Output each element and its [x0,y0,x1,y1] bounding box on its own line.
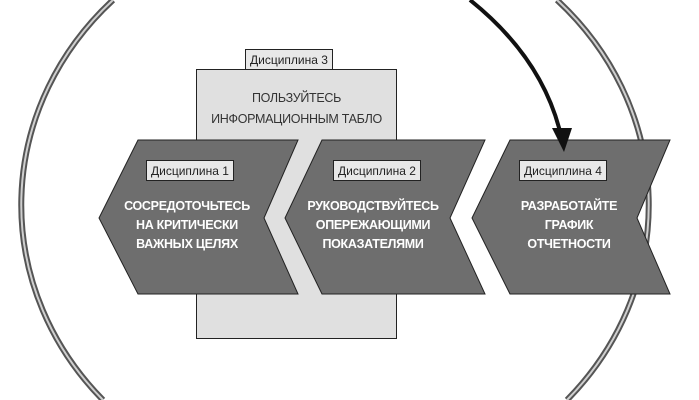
discipline-1-text: СОСРЕДОТОЧЬТЕСЬ НА КРИТИЧЕСКИ ВАЖНЫХ ЦЕЛ… [102,197,272,254]
ring-left-inner [20,0,114,400]
arrow-head-icon [552,128,572,152]
discipline-2-text: РУКОВОДСТВУЙТЕСЬ ОПЕРЕЖАЮЩИМИ ПОКАЗАТЕЛЯ… [288,197,458,254]
cycle-arrow [468,0,564,141]
discipline-1-line: НА КРИТИЧЕСКИ [136,218,238,232]
discipline-3-tag: Дисциплина 3 [245,49,333,70]
discipline-4-line: РАЗРАБОТАЙТЕ [520,199,618,213]
discipline-4-line: ОТЧЕТНОСТИ [527,237,611,251]
discipline-2-line: РУКОВОДСТВУЙТЕСЬ [307,199,439,213]
discipline-2-line: ПОКАЗАТЕЛЯМИ [322,237,424,251]
discipline-1-line: ВАЖНЫХ ЦЕЛЯХ [136,237,238,251]
discipline-2-tag: Дисциплина 2 [333,160,421,181]
discipline-2-line: ОПЕРЕЖАЮЩИМИ [315,218,431,232]
discipline-1-tag: Дисциплина 1 [146,160,234,181]
discipline-4-text: РАЗРАБОТАЙТЕ ГРАФИК ОТЧЕТНОСТИ [484,197,654,254]
discipline-3-line: ПОЛЬЗУЙТЕСЬ [251,91,342,105]
discipline-4-line: ГРАФИК [544,218,594,232]
ring-right-inner [556,0,650,400]
discipline-1-line: СОСРЕДОТОЧЬТЕСЬ [124,199,250,213]
discipline-4-tag: Дисциплина 4 [519,160,607,181]
discipline-3-text: ПОЛЬЗУЙТЕСЬ ИНФОРМАЦИОННЫМ ТАБЛО [196,88,397,130]
discipline-3-line: ИНФОРМАЦИОННЫМ ТАБЛО [211,112,382,126]
